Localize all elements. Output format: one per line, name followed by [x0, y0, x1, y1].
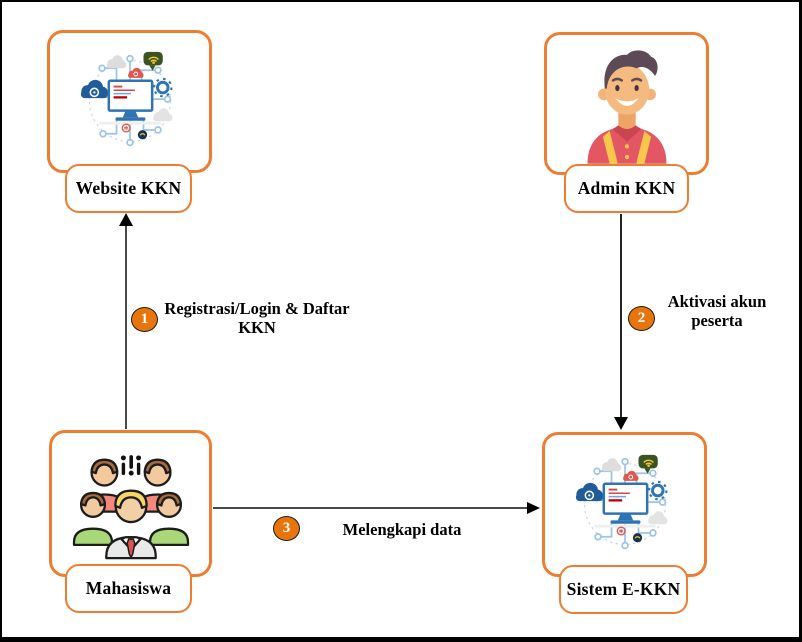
arrow-mahasiswa-to-sistem [213, 507, 528, 509]
node-label-text: Mahasiswa [85, 578, 172, 598]
students-group-icon [68, 447, 194, 561]
computer-network-icon [72, 49, 188, 155]
node-mahasiswa [49, 430, 212, 577]
edge-label-melengkapi: Melengkapi data [342, 520, 462, 539]
arrowhead-down-icon [614, 417, 628, 430]
node-label-admin-kkn: Admin KKN [564, 164, 689, 213]
node-website-kkn [47, 30, 212, 173]
step-number: 3 [282, 520, 291, 536]
step-badge-1: 1 [131, 307, 158, 332]
node-label-mahasiswa: Mahasiswa [65, 564, 192, 613]
step-number: 1 [140, 311, 149, 327]
node-sistem-ekkn [542, 432, 707, 577]
node-label-text: Website KKN [75, 178, 182, 198]
node-label-sistem-ekkn: Sistem E-KKN [559, 565, 688, 614]
edge-label-aktivasi: Aktivasi akun peserta [667, 292, 767, 331]
arrowhead-right-icon [527, 501, 540, 514]
arrowhead-up-icon [118, 213, 133, 226]
node-label-website-kkn: Website KKN [65, 164, 192, 213]
node-label-text: Admin KKN [577, 178, 676, 198]
admin-avatar-icon [574, 44, 680, 164]
arrow-mahasiswa-to-website [124, 225, 127, 429]
step-badge-2: 2 [628, 306, 655, 331]
computer-network-icon [567, 452, 683, 558]
node-label-text: Sistem E-KKN [566, 579, 681, 599]
step-badge-3: 3 [273, 516, 300, 541]
arrow-admin-to-sistem [620, 214, 622, 418]
edge-label-registrasi: Registrasi/Login & Daftar KKN [164, 299, 350, 338]
node-admin-kkn [544, 32, 709, 175]
step-number: 2 [637, 310, 646, 326]
